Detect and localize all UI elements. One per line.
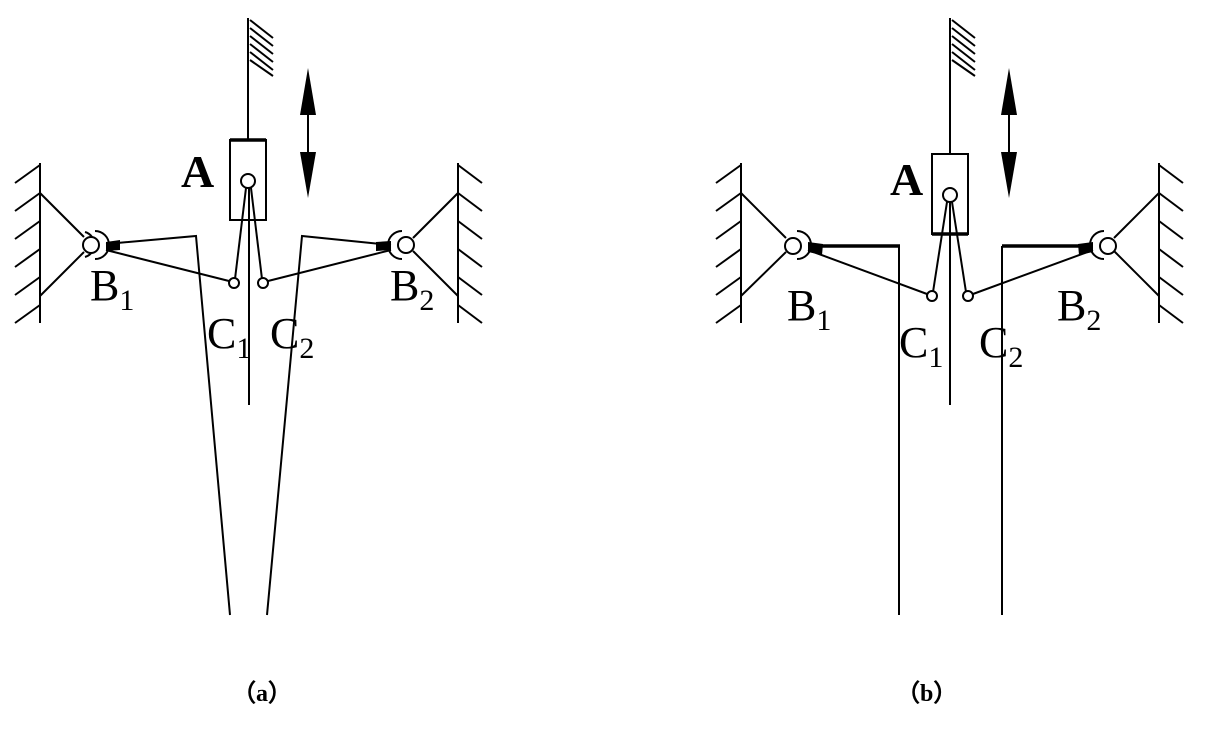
label-b1-b: B1 (787, 281, 831, 337)
double-arrow-icon (1001, 68, 1017, 198)
caption-a: （a） (232, 680, 292, 707)
jaw-left-a (105, 234, 231, 616)
joint-c2-a (257, 277, 269, 289)
label-b2-a: B2 (390, 261, 434, 317)
right-wall-a (412, 163, 483, 324)
joint-c2-b (962, 290, 974, 302)
pivot-b2-b (1099, 237, 1117, 255)
right-wall-b (1113, 163, 1184, 324)
top-ground-a (247, 18, 274, 140)
pivot-b2-a (397, 236, 415, 254)
label-b1-a: B1 (90, 261, 134, 317)
joint-c1-a (228, 277, 240, 289)
slider-pin-b (942, 187, 958, 203)
label-c2-a: C2 (270, 309, 314, 365)
left-wall-b (715, 163, 787, 324)
panel-b: A B1 B2 C1 C2 （b） (715, 18, 1184, 707)
slider-pin-a (240, 173, 256, 189)
double-arrow-icon (300, 68, 316, 198)
pivot-b1-b (784, 237, 802, 255)
caption-b: （b） (896, 680, 957, 707)
joint-c1-b (926, 290, 938, 302)
jaw-right-a (266, 234, 392, 616)
top-ground-b (949, 18, 976, 154)
panel-a: A B1 B2 C1 C2 （a） (14, 18, 483, 707)
label-b2-b: B2 (1057, 281, 1101, 337)
label-c1-b: C1 (899, 318, 943, 374)
label-c2-b: C2 (979, 318, 1023, 374)
label-a-b: A (890, 154, 923, 205)
label-a-a: A (181, 146, 214, 197)
left-wall-a (14, 163, 85, 324)
pivot-b1-a (82, 236, 100, 254)
label-c1-a: C1 (207, 309, 251, 365)
